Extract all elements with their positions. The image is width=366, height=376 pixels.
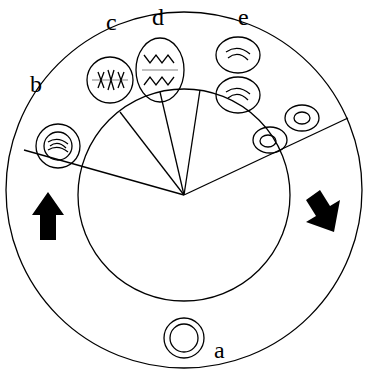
stage-letter: d — [152, 5, 164, 29]
stage-letter: a — [214, 338, 225, 362]
stage-letter: e — [238, 5, 249, 29]
stage-letter: b — [30, 72, 42, 96]
stage-letter: c — [106, 10, 117, 34]
